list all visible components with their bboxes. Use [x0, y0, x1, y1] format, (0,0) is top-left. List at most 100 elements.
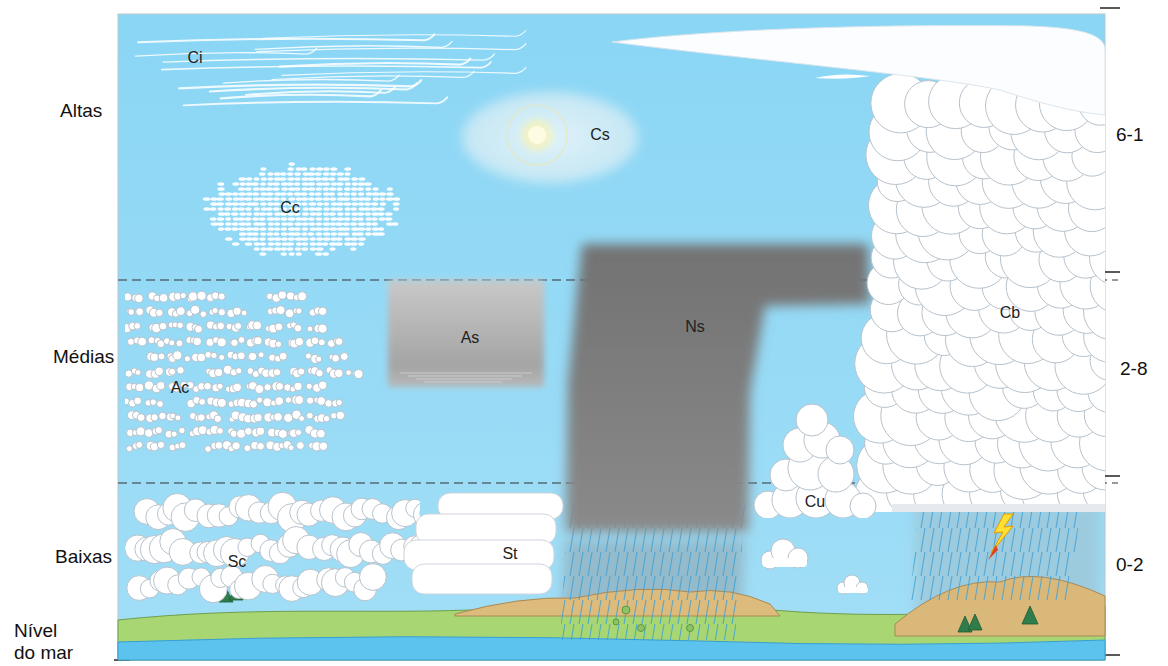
- cloudlet: [216, 197, 223, 201]
- cirrus-wisp: [184, 97, 448, 105]
- cloudlet: [370, 207, 378, 211]
- cloud-puff: [205, 446, 212, 453]
- cloudlet: [323, 167, 329, 171]
- cloud-anvil: [612, 26, 1105, 115]
- cloudlet: [316, 247, 324, 251]
- cloud-puff: [217, 322, 225, 330]
- cloud-puff: [250, 400, 258, 408]
- cirrus-wisp: [163, 54, 494, 62]
- cloudlet: [274, 172, 281, 176]
- cloudlet: [315, 252, 323, 256]
- cloudlet: [371, 217, 377, 221]
- cloudlet: [295, 247, 301, 251]
- cloudlet: [344, 172, 350, 176]
- cloud-shape: Ci: [130, 30, 530, 110]
- cloudlet: [294, 172, 301, 176]
- cirrus-wisp: [221, 90, 381, 98]
- cloudlet: [323, 237, 331, 241]
- cloudlet: [239, 182, 246, 186]
- cloudlet: [316, 182, 324, 186]
- cloudlet: [344, 167, 351, 171]
- cloud-puff: [311, 337, 319, 345]
- cloud-puff: [197, 291, 206, 300]
- cloudlet: [379, 197, 385, 201]
- cloud-puff: [296, 308, 302, 314]
- cloud-puff: [340, 353, 348, 361]
- cloudlet: [329, 177, 335, 181]
- cloudlet: [253, 187, 260, 191]
- cloud-outline: [450, 80, 650, 195]
- cloud-puff: [155, 427, 162, 434]
- cloudlet: [378, 207, 385, 211]
- cloud-puff: [169, 340, 175, 346]
- cloudlet: [232, 192, 239, 196]
- cloudlet: [288, 237, 295, 241]
- cloudlet: [323, 222, 331, 226]
- cloud-puff: [258, 352, 264, 358]
- cloudlet: [365, 232, 372, 236]
- cloudlet: [296, 252, 302, 256]
- rain: [910, 512, 1080, 600]
- cloudlet: [259, 227, 266, 231]
- cloud-puff: [215, 369, 223, 377]
- cloud-puff: [136, 384, 144, 392]
- cloud-base: [762, 558, 807, 567]
- cloud-abbreviation: As: [461, 329, 480, 347]
- cloudlet: [393, 202, 400, 206]
- cloudlet: [217, 217, 225, 221]
- cloud-puff: [217, 428, 224, 435]
- cloudlet: [379, 192, 386, 196]
- cloudlet: [288, 167, 294, 171]
- cloud-puff: [218, 309, 225, 316]
- cloudlet: [329, 247, 335, 251]
- cirrus-wisp: [257, 44, 526, 52]
- cloudlet: [281, 232, 288, 236]
- cloud-puff: [264, 384, 271, 391]
- cloudlet: [331, 182, 337, 186]
- cloud-puff: [159, 322, 167, 330]
- layer-label: Altas: [60, 100, 102, 122]
- cloudlet: [253, 197, 260, 201]
- cloudlet: [357, 227, 365, 231]
- cloudlet: [330, 217, 337, 221]
- cloudlet: [273, 207, 280, 211]
- cloud-puff: [231, 339, 239, 347]
- cloud-puff: [171, 431, 177, 437]
- cloudlet: [336, 172, 344, 176]
- cloudlet: [329, 212, 336, 216]
- cloud-abbreviation: Ci: [187, 49, 202, 67]
- cloud-puff: [191, 305, 200, 314]
- cloudlet: [323, 197, 330, 201]
- cloud-abbreviation: Cc: [280, 199, 300, 217]
- cloud-puff: [295, 337, 304, 346]
- cloudlet: [315, 192, 322, 196]
- cloudlet: [335, 222, 343, 226]
- cloudlet: [323, 202, 329, 206]
- cloudlet: [267, 202, 274, 206]
- cloud-drawing: [125, 291, 363, 452]
- cloudlet: [302, 187, 309, 191]
- cloudlet: [323, 212, 329, 216]
- cloud-wisp: [815, 74, 870, 78]
- cloud-puff: [241, 310, 247, 316]
- cloudlet: [351, 207, 357, 211]
- cloudlet: [351, 187, 358, 191]
- cloudlet: [378, 212, 385, 216]
- sea: [118, 637, 1105, 660]
- cloud-puff: [298, 292, 307, 301]
- cloud-abbreviation: Cb: [1000, 304, 1020, 322]
- cloud-puff: [212, 308, 218, 314]
- cloudlet: [387, 187, 393, 191]
- cloud-puff: [136, 427, 145, 436]
- cloudlet: [245, 242, 253, 246]
- cloudlet: [365, 222, 372, 226]
- cloudlet: [316, 242, 323, 246]
- cloudlet: [301, 192, 308, 196]
- cloudlet: [357, 212, 364, 216]
- shrub: [613, 619, 619, 625]
- cloudlet: [336, 202, 344, 206]
- cloudlet: [366, 192, 373, 196]
- cloudlet: [224, 227, 231, 231]
- cloudlet: [323, 172, 330, 176]
- cloudlet: [224, 207, 231, 211]
